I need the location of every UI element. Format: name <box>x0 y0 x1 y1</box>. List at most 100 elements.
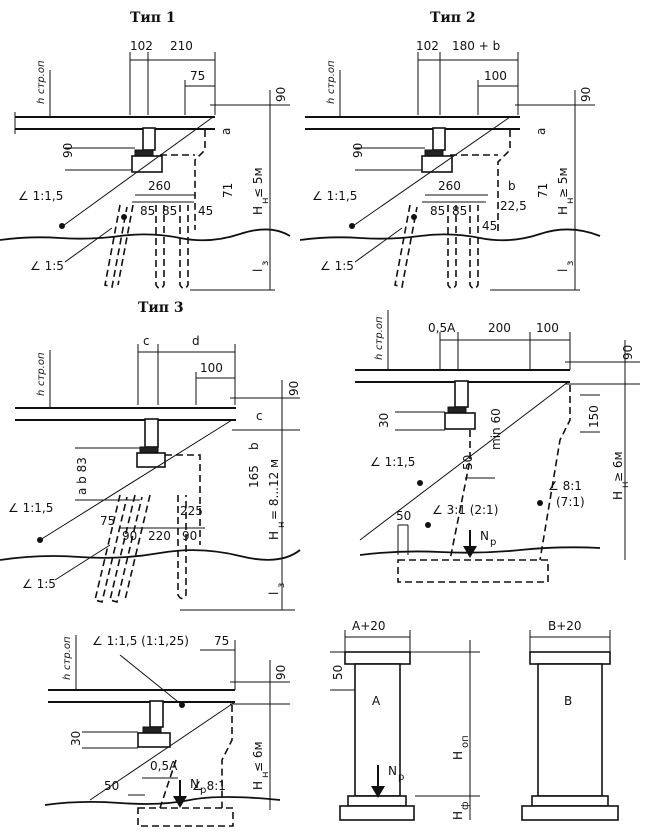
svg-text:стр.оп: стр.оп <box>62 636 73 670</box>
svg-text:c: c <box>256 409 263 423</box>
panel-type-5: h стр.оп ∠ 1:1,5 (1:1,25) 75 30 0,5A ∠ 8… <box>44 634 290 827</box>
svg-text:B: B <box>564 694 572 708</box>
svg-text:(7:1): (7:1) <box>556 495 585 509</box>
svg-text:90: 90 <box>579 87 593 102</box>
dim-left-ab: a b 83 <box>75 447 140 501</box>
dim-right: 90 a 71 H н ≥ 5м l з <box>490 87 595 291</box>
dim-right: 90 150 H н ≥ 6м <box>565 340 640 560</box>
dim-right: 90 a 71 H н ≤ 5м l з <box>190 87 290 291</box>
svg-text:A: A <box>372 694 381 708</box>
svg-text:225: 225 <box>180 504 203 518</box>
panel-type-1: Тип 1 102 210 75 h стр.оп 9 <box>0 10 291 291</box>
dim-75: 75 <box>190 69 205 83</box>
svg-text:∠ 1:1,5: ∠ 1:1,5 <box>370 455 415 469</box>
force-arrow: N p <box>463 529 496 558</box>
svg-text:∠ 8:1: ∠ 8:1 <box>192 779 226 793</box>
ground-line <box>299 228 601 242</box>
svg-text:a: a <box>219 128 233 135</box>
svg-text:50: 50 <box>331 665 345 680</box>
dimension-top: c d 100 <box>137 334 236 405</box>
svg-text:∠ 3:1 (2:1): ∠ 3:1 (2:1) <box>432 503 498 517</box>
h-sub: стр.оп <box>36 60 47 94</box>
svg-text:90: 90 <box>182 529 197 543</box>
svg-text:h: h <box>36 390 47 396</box>
dim-right: 90 H н ≤ 6м <box>230 660 290 810</box>
dim-85b: 85 <box>162 204 177 218</box>
svg-text:l: l <box>251 269 265 272</box>
svg-text:b: b <box>508 179 516 193</box>
force-arrow: N p <box>371 764 404 798</box>
dim-210: 210 <box>170 39 193 53</box>
svg-text:н: н <box>260 197 271 204</box>
svg-text:l: l <box>556 269 570 272</box>
svg-text:71: 71 <box>221 183 235 198</box>
svg-text:90: 90 <box>287 381 301 396</box>
svg-text:ф: ф <box>460 801 471 810</box>
svg-text:B+20: B+20 <box>548 619 582 633</box>
svg-text:a b 83: a b 83 <box>75 457 89 495</box>
svg-text:0,5A: 0,5A <box>150 759 178 773</box>
superstructure-deck <box>355 369 570 408</box>
svg-text:H: H <box>251 781 265 790</box>
dimension-top: 102 180 + b 100 <box>416 39 519 115</box>
svg-text:p: p <box>398 772 404 783</box>
svg-text:оп: оп <box>460 735 471 748</box>
svg-text:a: a <box>534 128 548 135</box>
svg-text:85: 85 <box>452 204 467 218</box>
panel-title: Тип 1 <box>130 10 176 26</box>
svg-text:165: 165 <box>247 465 261 488</box>
svg-text:н: н <box>565 197 576 204</box>
svg-text:90: 90 <box>621 345 635 360</box>
svg-text:н: н <box>260 771 271 778</box>
dimension-top: 0,5A 200 100 <box>428 321 571 370</box>
svg-text:з: з <box>260 261 271 266</box>
svg-text:стр.оп: стр.оп <box>326 60 337 94</box>
svg-text:220: 220 <box>148 529 171 543</box>
svg-text:H: H <box>267 531 281 540</box>
panel-type-3: Тип 3 c d 100 h стр.оп a b 83 <box>0 300 301 611</box>
svg-text:∠ 1:1,5 (1:1,25): ∠ 1:1,5 (1:1,25) <box>92 634 189 648</box>
svg-text:H: H <box>556 206 570 215</box>
ground-line <box>44 796 281 806</box>
svg-text:50: 50 <box>461 455 475 470</box>
svg-text:50: 50 <box>104 779 119 793</box>
svg-text:= 8...12 м: = 8...12 м <box>267 459 281 520</box>
svg-text:p: p <box>200 785 206 796</box>
svg-text:30: 30 <box>69 731 83 746</box>
svg-text:102: 102 <box>416 39 439 53</box>
svg-text:c: c <box>143 334 150 348</box>
svg-text:H: H <box>451 751 465 760</box>
svg-text:90: 90 <box>61 143 75 158</box>
slope-1-1.5: ∠ 1:1,5 <box>18 189 63 203</box>
svg-text:N: N <box>388 764 397 778</box>
svg-text:стр.оп: стр.оп <box>374 316 385 350</box>
superstructure-deck <box>15 407 236 448</box>
h-label: h <box>36 98 47 104</box>
svg-text:≤ 6м: ≤ 6м <box>251 741 265 772</box>
piles <box>94 494 187 603</box>
svg-text:h: h <box>374 354 385 360</box>
panel-type-2: Тип 2 102 180 + b 100 h стр.оп 90 <box>299 10 601 291</box>
superstructure-deck <box>305 116 520 151</box>
ground-line <box>359 546 601 556</box>
svg-text:90: 90 <box>274 665 288 680</box>
dim-left-90: 90 <box>61 143 135 171</box>
svg-text:з: з <box>565 261 576 266</box>
bearing <box>134 149 154 157</box>
svg-text:min 60: min 60 <box>489 408 503 450</box>
svg-text:н: н <box>276 521 287 528</box>
svg-text:180 + b: 180 + b <box>452 39 500 53</box>
svg-text:75: 75 <box>214 634 229 648</box>
piles <box>394 204 479 290</box>
svg-text:b: b <box>247 442 261 450</box>
svg-text:∠ 8:1: ∠ 8:1 <box>548 479 582 493</box>
svg-text:H: H <box>451 811 465 820</box>
dim-85a: 85 <box>140 204 155 218</box>
svg-text:N: N <box>190 777 199 791</box>
svg-text:∠ 1:5: ∠ 1:5 <box>320 259 354 273</box>
svg-text:h: h <box>62 674 73 680</box>
svg-text:100: 100 <box>200 361 223 375</box>
pile-cap <box>131 155 163 173</box>
dim-45: 45 <box>198 204 213 218</box>
svg-text:∠ 1:1,5: ∠ 1:1,5 <box>312 189 357 203</box>
